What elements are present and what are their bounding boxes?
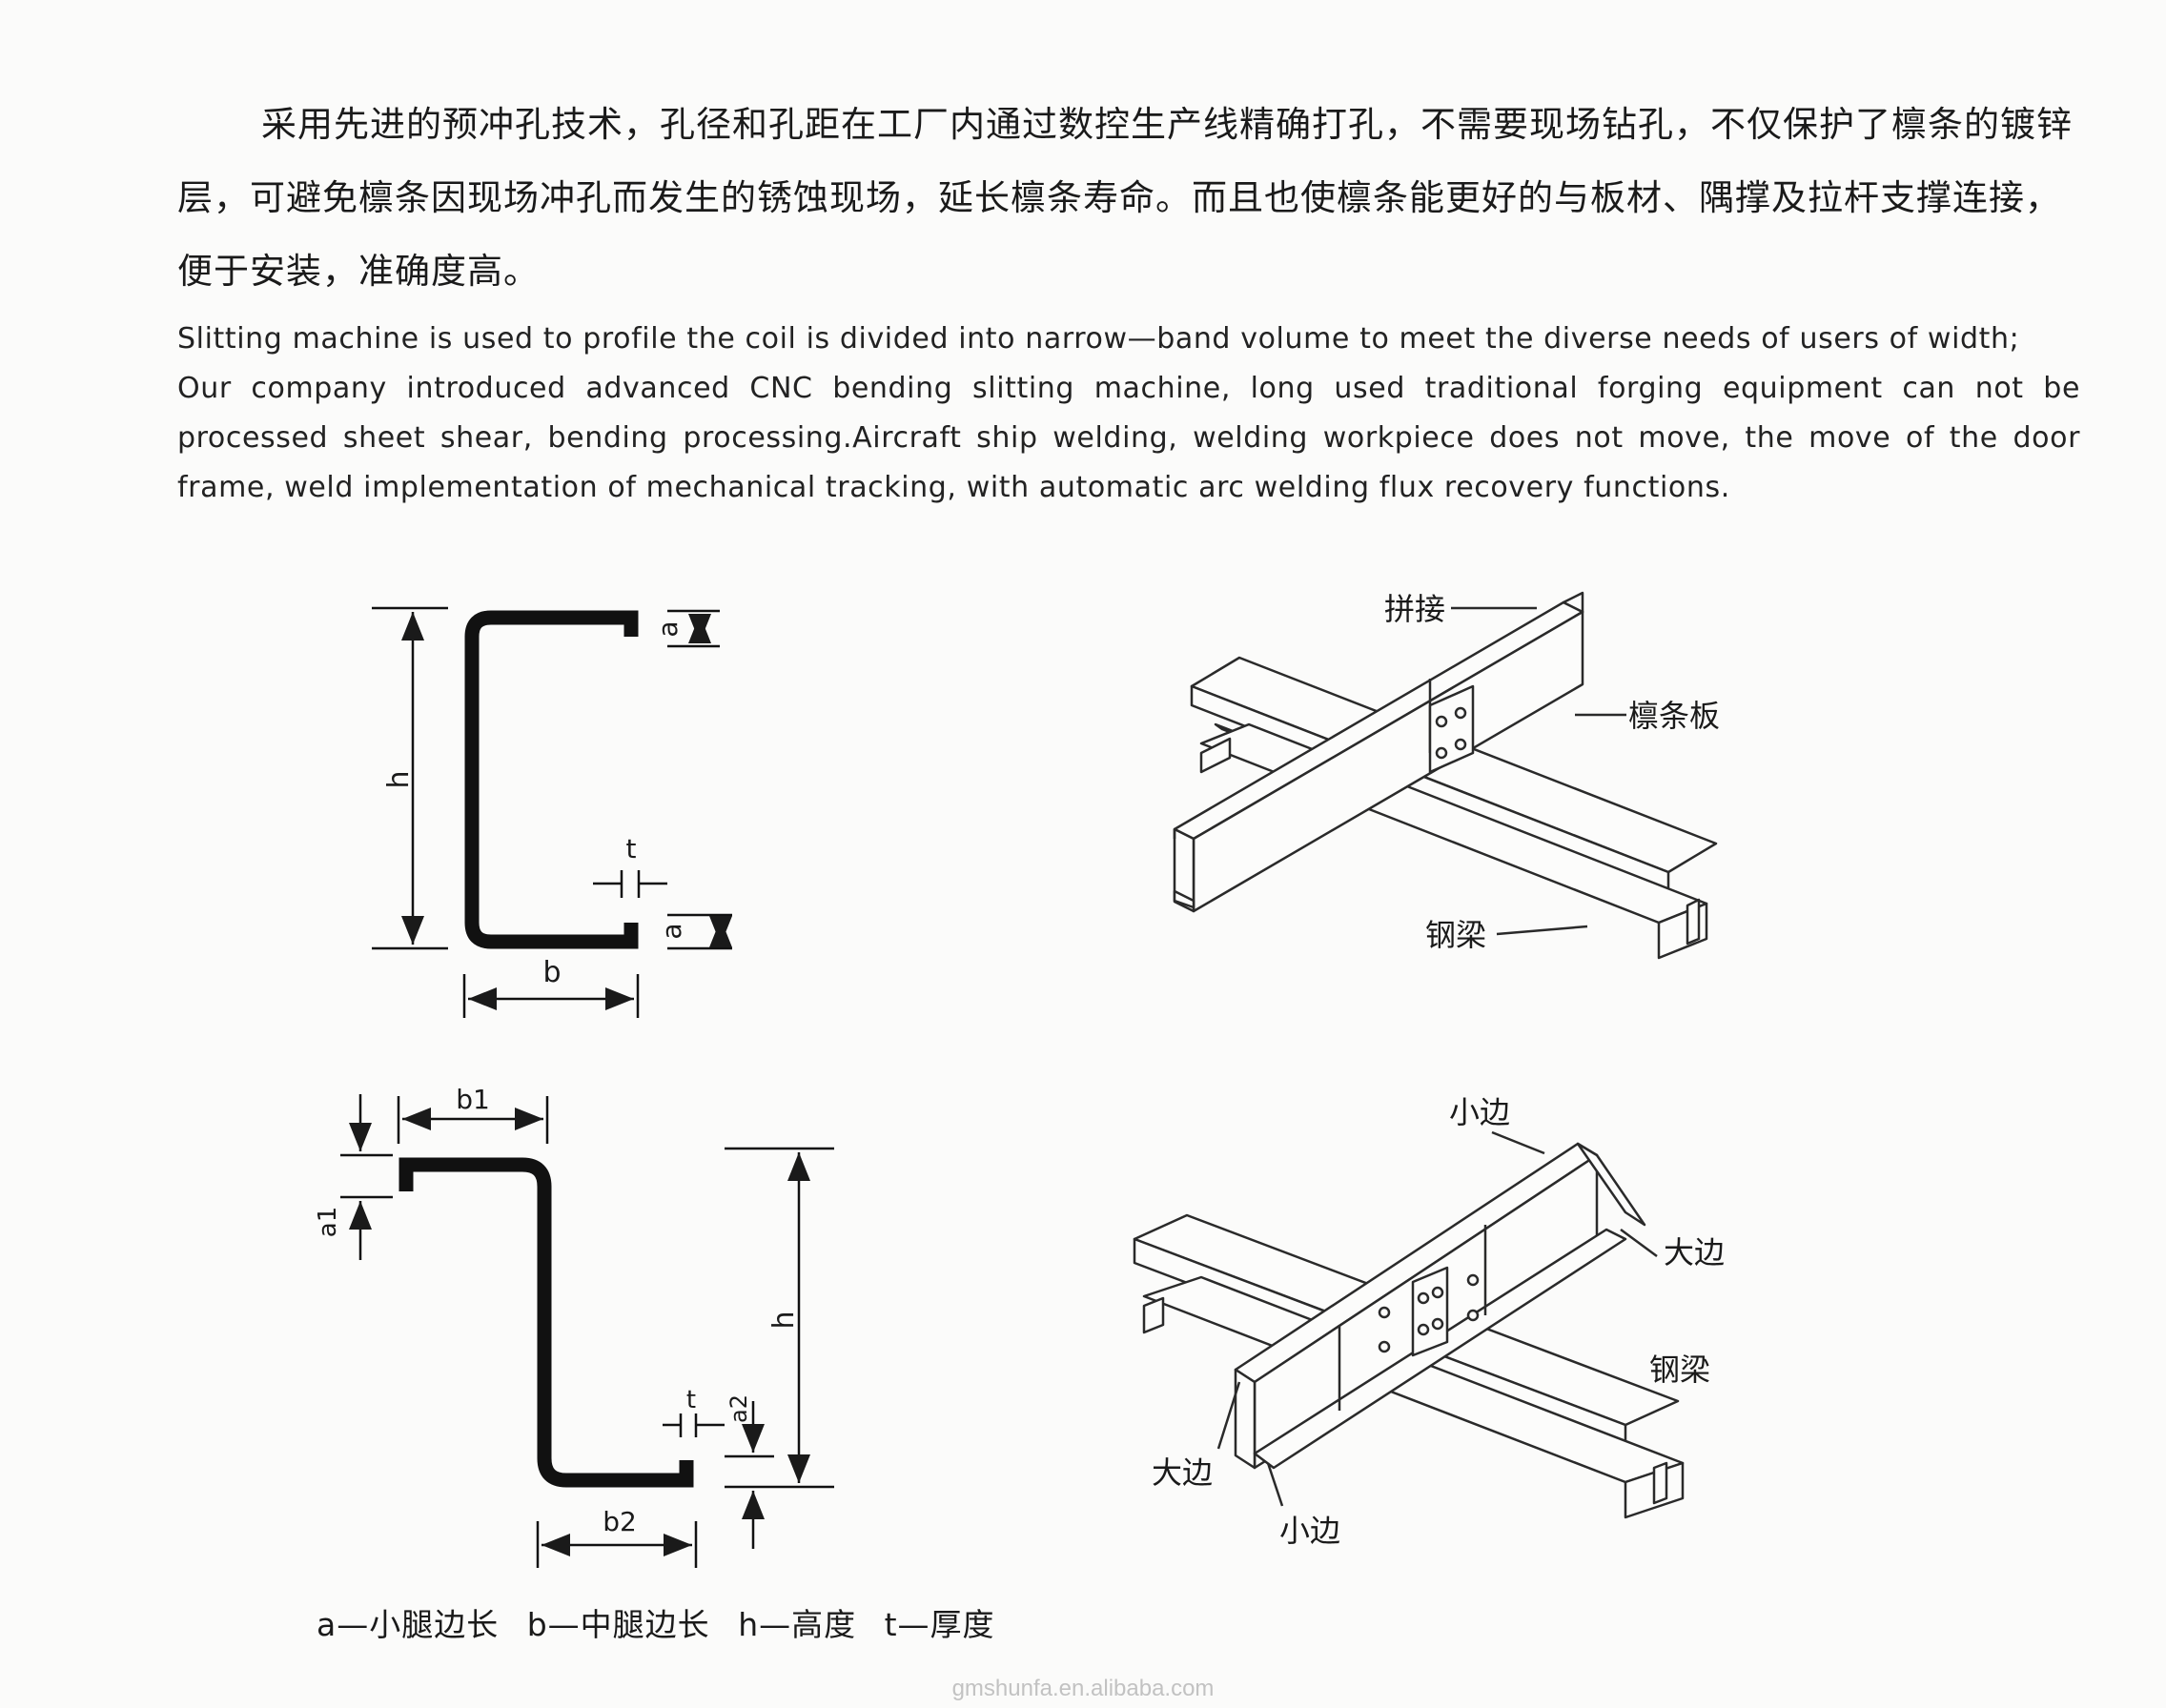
splice-connection-diagram [1173,591,1718,960]
large-edge-left-label: 大边 [1152,1454,1213,1491]
z-b1-label: b1 [456,1084,490,1115]
intro-english-paragraph: Slitting machine is used to profile the … [177,315,2080,513]
steel-beam-leader [1496,925,1588,936]
small-edge-bottom-leader [1266,1462,1284,1507]
large-edge-right-leader [1620,1228,1658,1258]
z-h-label: h [767,1311,801,1329]
c-t-label: t [626,833,637,864]
watermark: gmshunfa.en.alibaba.com [951,1676,1215,1701]
legend-a: a—小腿边长 [317,1606,500,1643]
steel-beam-lower [1190,656,1718,960]
c-b-label: b [542,956,561,989]
c-a-top-label: a [652,620,684,637]
large-edge-left-leader [1216,1381,1241,1450]
intro-english-line-1: Slitting machine is used to profile the … [177,322,2020,356]
z-a1-label: a1 [314,1207,342,1237]
lap-plate [1378,1266,1480,1357]
steel-beam-label-top: 钢梁 [1425,917,1486,953]
purlin-plate-label: 檩条板 [1628,698,1720,734]
purlin-c-section [1173,591,1584,913]
small-edge-top-leader [1491,1130,1545,1155]
z-section-drawing: b1 a1 h t a2 b2 [314,1084,834,1568]
lapped-purlin [1234,1142,1646,1470]
steel-beam-label-bottom: 钢梁 [1649,1352,1710,1388]
intro-english-line-2: Our company introduced advanced CNC bend… [177,372,2080,504]
lap-connection-diagram [1133,1130,1685,1519]
c-section-drawing: h a t a b [372,606,732,1018]
z-section-profile [398,1157,694,1488]
z-t-label: t [686,1386,696,1414]
dimension-legend: a—小腿边长 b—中腿边长 h—高度 t—厚度 [317,1599,1012,1645]
c-section-profile [464,610,639,949]
legend-t: t—厚度 [884,1606,995,1643]
splice-label: 拼接 [1384,591,1445,627]
splice-plate [1428,684,1475,774]
large-edge-right-label: 大边 [1664,1234,1725,1271]
intro-chinese-text: 采用先进的预冲孔技术，孔径和孔距在工厂内通过数控生产线精确打孔，不需要现场钻孔，… [177,104,2073,292]
small-edge-bottom-label: 小边 [1279,1513,1340,1549]
intro-chinese-paragraph: 采用先进的预冲孔技术，孔径和孔距在工厂内通过数控生产线精确打孔，不需要现场钻孔，… [177,88,2074,308]
c-h-label: h [382,770,416,788]
legend-b: b—中腿边长 [526,1606,710,1643]
legend-h: h—高度 [738,1606,857,1643]
z-b2-label: b2 [603,1506,637,1537]
c-a-bottom-label: a [656,923,687,939]
small-edge-top-label: 小边 [1449,1094,1510,1130]
z-a2-label: a2 [725,1394,752,1423]
